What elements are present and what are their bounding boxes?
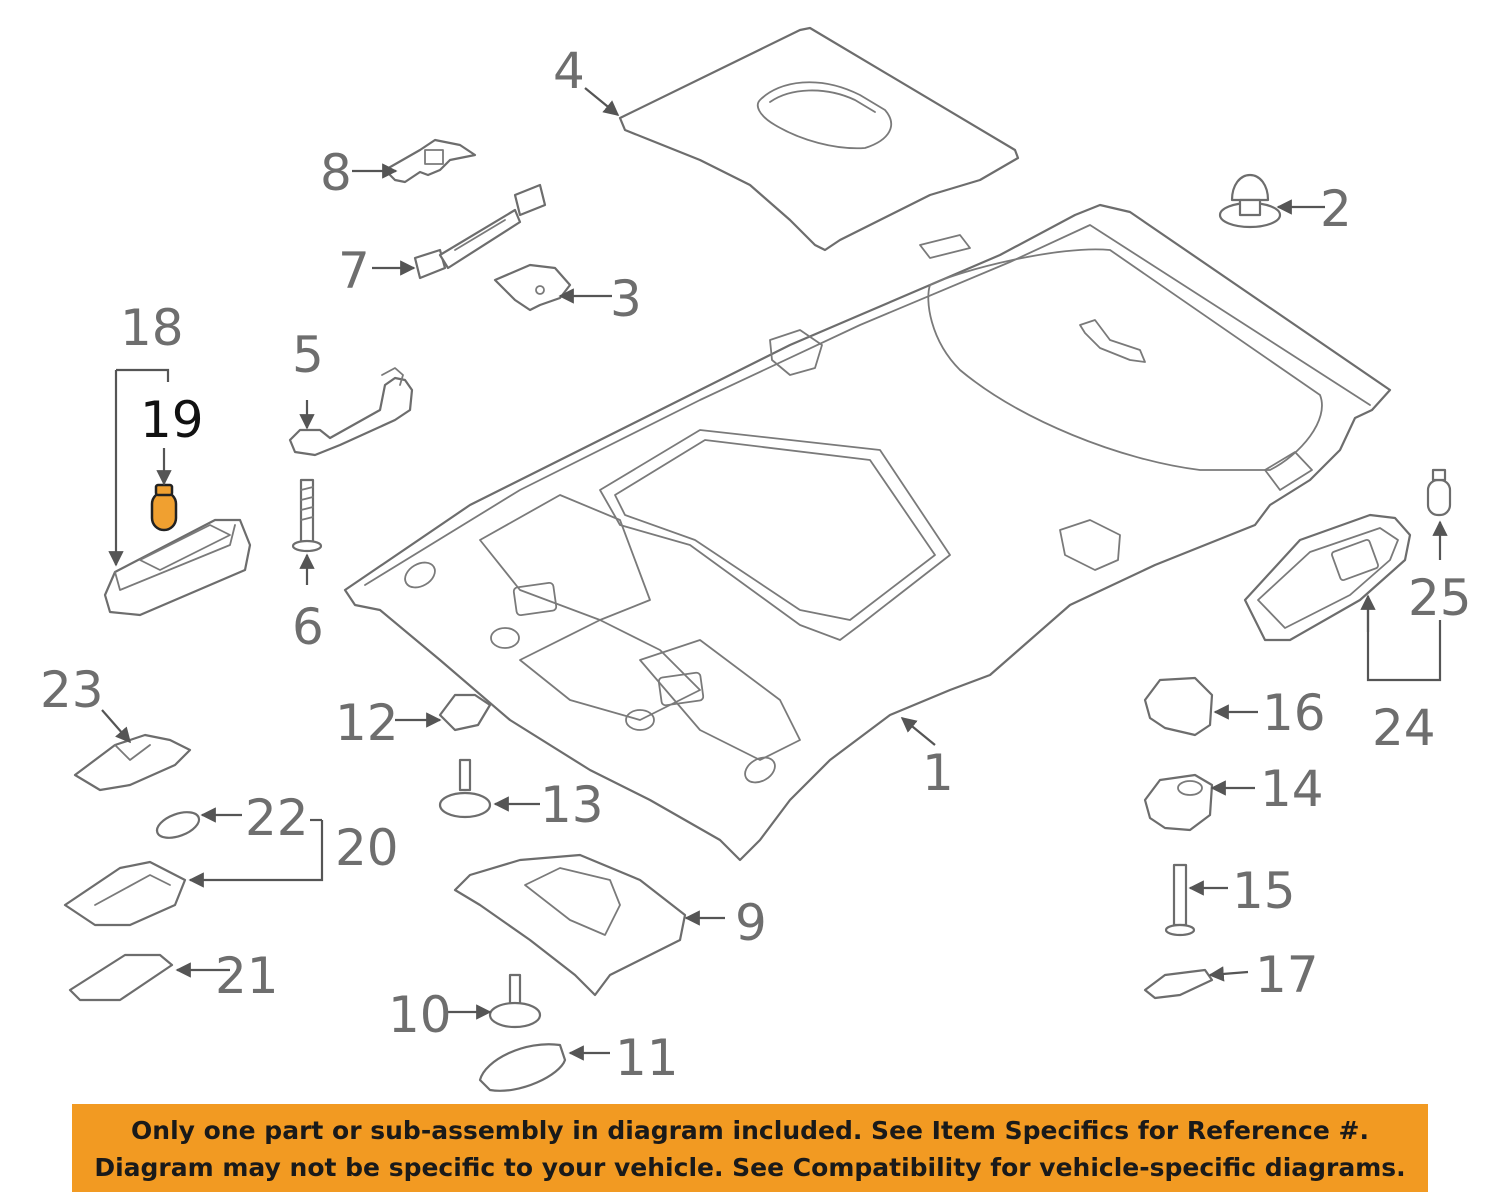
bulb-part-22 (155, 811, 201, 839)
callout-5: 5 (292, 326, 324, 384)
bracket-part-14 (1143, 773, 1214, 832)
callout-17: 17 (1255, 946, 1319, 1004)
bracket-part-3 (493, 263, 572, 312)
disclaimer-line-1: Only one part or sub-assembly in diagram… (131, 1116, 1369, 1145)
callout-6: 6 (292, 598, 324, 656)
lamp-part-20 (63, 860, 187, 927)
callout-24: 24 (1372, 699, 1436, 757)
callout-11: 11 (615, 1029, 679, 1087)
screw-part-10 (488, 973, 542, 1029)
panel-part (618, 26, 1020, 252)
sunvisor-part-9 (453, 853, 687, 997)
clip-part-17 (1143, 968, 1214, 1000)
stud-part-15 (1164, 863, 1196, 937)
bulb-part-25 (1426, 468, 1452, 517)
bulb-part-19 (150, 483, 178, 532)
grab-handle-part-5 (288, 367, 414, 457)
callout-16: 16 (1262, 684, 1326, 742)
callout-25: 25 (1408, 569, 1472, 627)
lamp-part-18 (103, 518, 252, 617)
callout-14: 14 (1260, 760, 1324, 818)
leader-lines (101, 87, 1448, 1061)
callout-22: 22 (245, 789, 309, 847)
headliner-part (343, 203, 1392, 862)
callout-19: 19 (140, 391, 204, 449)
stud-part-6 (291, 478, 323, 553)
parts-diagram: 1 2 3 4 5 6 7 8 9 10 11 12 13 14 15 16 1… (40, 26, 1472, 1092)
callout-1: 1 (922, 744, 954, 802)
callout-8: 8 (320, 144, 352, 202)
callout-3: 3 (610, 270, 642, 328)
callout-12: 12 (335, 694, 399, 752)
callout-13: 13 (540, 776, 604, 834)
callout-labels: 1 2 3 4 5 6 7 8 9 10 11 12 13 14 15 16 1… (40, 42, 1472, 1087)
callout-15: 15 (1232, 862, 1296, 920)
bracket-part-8 (383, 138, 477, 184)
console-part-24 (1243, 513, 1412, 642)
callout-10: 10 (388, 986, 452, 1044)
lens-part-21 (68, 953, 174, 1002)
harness-part-7 (413, 183, 547, 280)
screw-part-13 (438, 758, 492, 819)
disclaimer-banner: Only one part or sub-assembly in diagram… (72, 1104, 1428, 1192)
clip-part-2 (1218, 173, 1282, 229)
callout-9: 9 (735, 894, 767, 952)
bracket-part-16 (1143, 676, 1214, 737)
disclaimer-line-2: Diagram may not be specific to your vehi… (94, 1153, 1406, 1182)
callout-4: 4 (553, 42, 585, 100)
cover-part-23 (73, 733, 192, 792)
holder-part-11 (478, 1043, 567, 1092)
callout-20: 20 (335, 819, 399, 877)
callout-23: 23 (40, 661, 104, 719)
clip-part-12 (438, 693, 492, 732)
callout-7: 7 (338, 242, 370, 300)
callout-2: 2 (1320, 180, 1352, 238)
callout-21: 21 (215, 947, 279, 1005)
callout-18: 18 (120, 299, 184, 357)
